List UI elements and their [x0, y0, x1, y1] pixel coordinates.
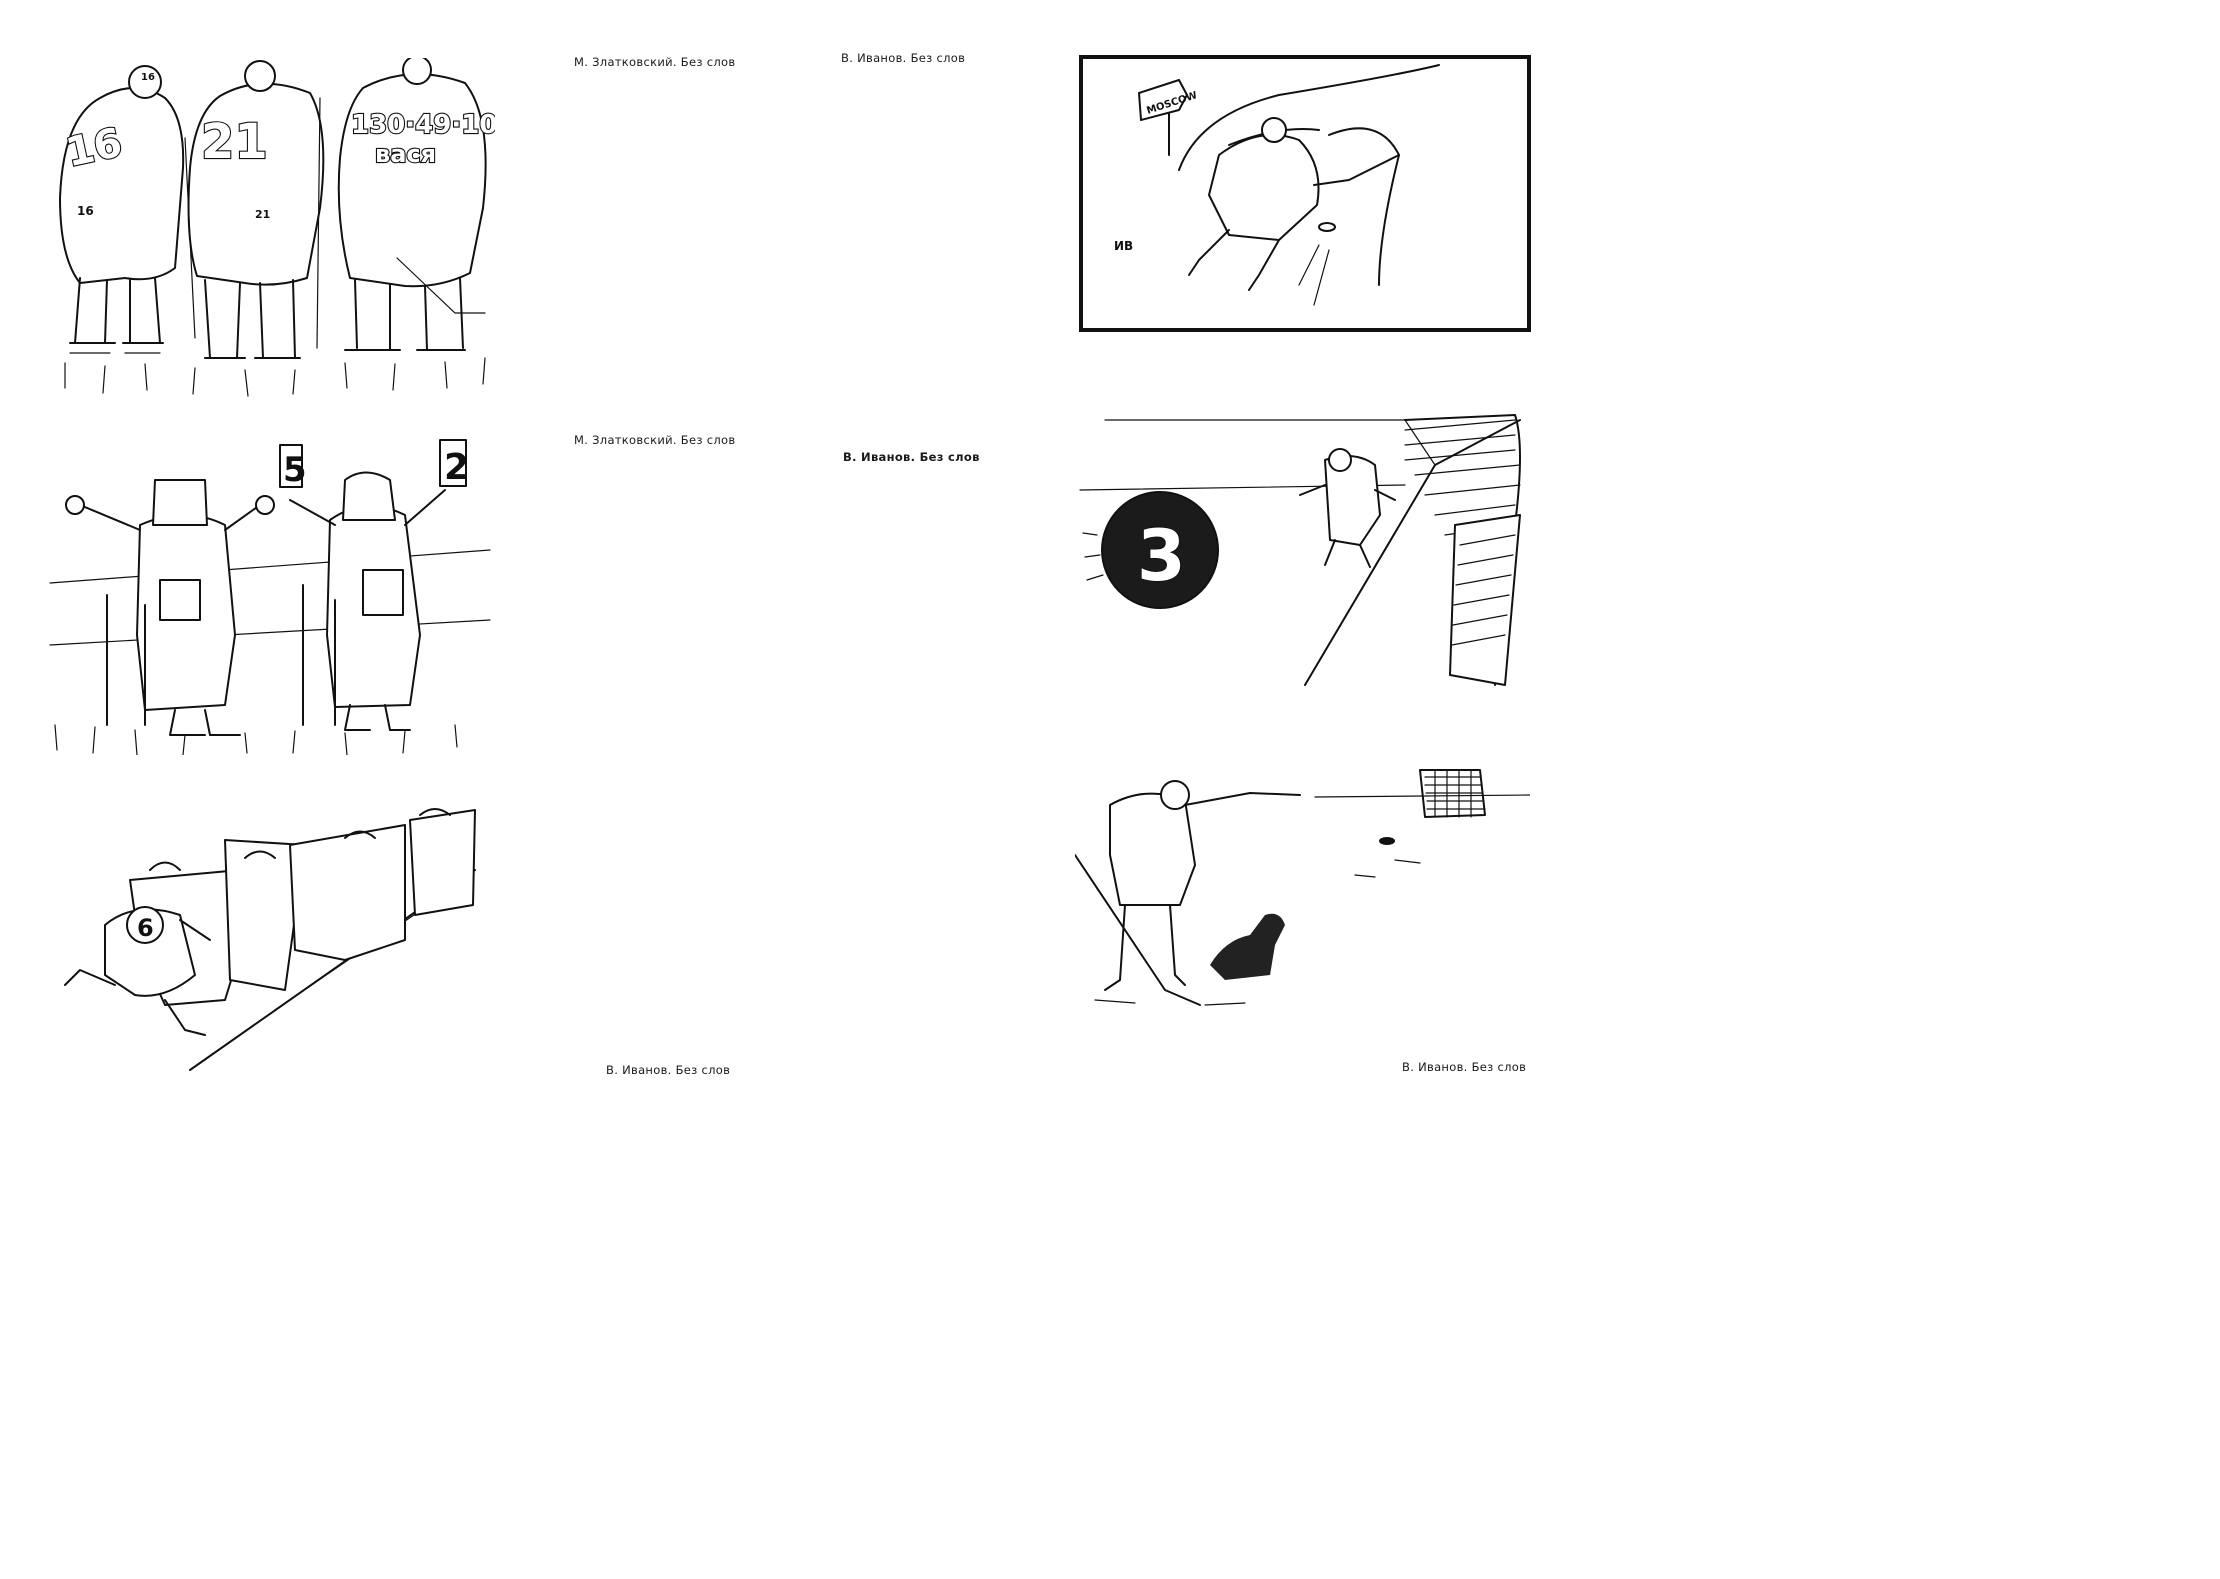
puck-number: 3 [1137, 515, 1186, 597]
shorts-number-16: 16 [77, 204, 94, 218]
caption-zlatkovsky-1: М. Златковский. Без слов [574, 55, 736, 69]
cartoon-player-dog [1075, 765, 1530, 1025]
pointing-player [1075, 780, 1301, 1006]
cartoon-giant-puck: 3 [1075, 405, 1530, 695]
goal-net [1404, 419, 1521, 686]
cartoon-judges-scores: 5 2 [45, 435, 495, 755]
caption-ivanov-3: В. Иванов. Без слов [606, 1063, 731, 1077]
judge-right: 5 2 [279, 439, 469, 731]
jersey-phone-number: 130·49·10 [351, 110, 495, 140]
jersey-name-vasya: вася [375, 140, 436, 168]
cartoon-moscow-road: MOSCOW ИВ [1079, 55, 1531, 332]
caption-ivanov-4: В. Иванов. Без слов [1402, 1060, 1527, 1074]
distant-goal [1419, 769, 1486, 818]
skater-canada [1188, 117, 1400, 291]
shorts-number-21: 21 [255, 208, 270, 221]
runner-6: 6 [64, 906, 211, 1036]
caption-zlatkovsky-2: М. Златковский. Без слов [574, 433, 736, 447]
cartoon-runner-phones: 6 [45, 800, 485, 1075]
player-16: 16 16 16 [59, 65, 185, 354]
cartoon-players-from-behind: 16 16 16 21 21 130·49·10 вася [45, 58, 495, 398]
artist-signature: ИВ [1114, 239, 1133, 253]
helmet-number-16: 16 [141, 72, 155, 83]
caption-ivanov-1: В. Иванов. Без слов [841, 51, 966, 65]
goalie [1299, 448, 1396, 568]
caption-ivanov-2: В. Иванов. Без слов [843, 450, 980, 464]
giant-puck: 3 [1082, 491, 1219, 609]
judge-left [65, 479, 275, 736]
runner-jersey-number: 6 [137, 914, 154, 942]
score-card-5: 5 [283, 450, 307, 490]
player-vasya: 130·49·10 вася [337, 58, 495, 351]
dog [1210, 913, 1285, 980]
jersey-number-21: 21 [201, 114, 268, 170]
score-card-2: 2 [444, 447, 469, 488]
player-21: 21 21 [184, 60, 325, 359]
